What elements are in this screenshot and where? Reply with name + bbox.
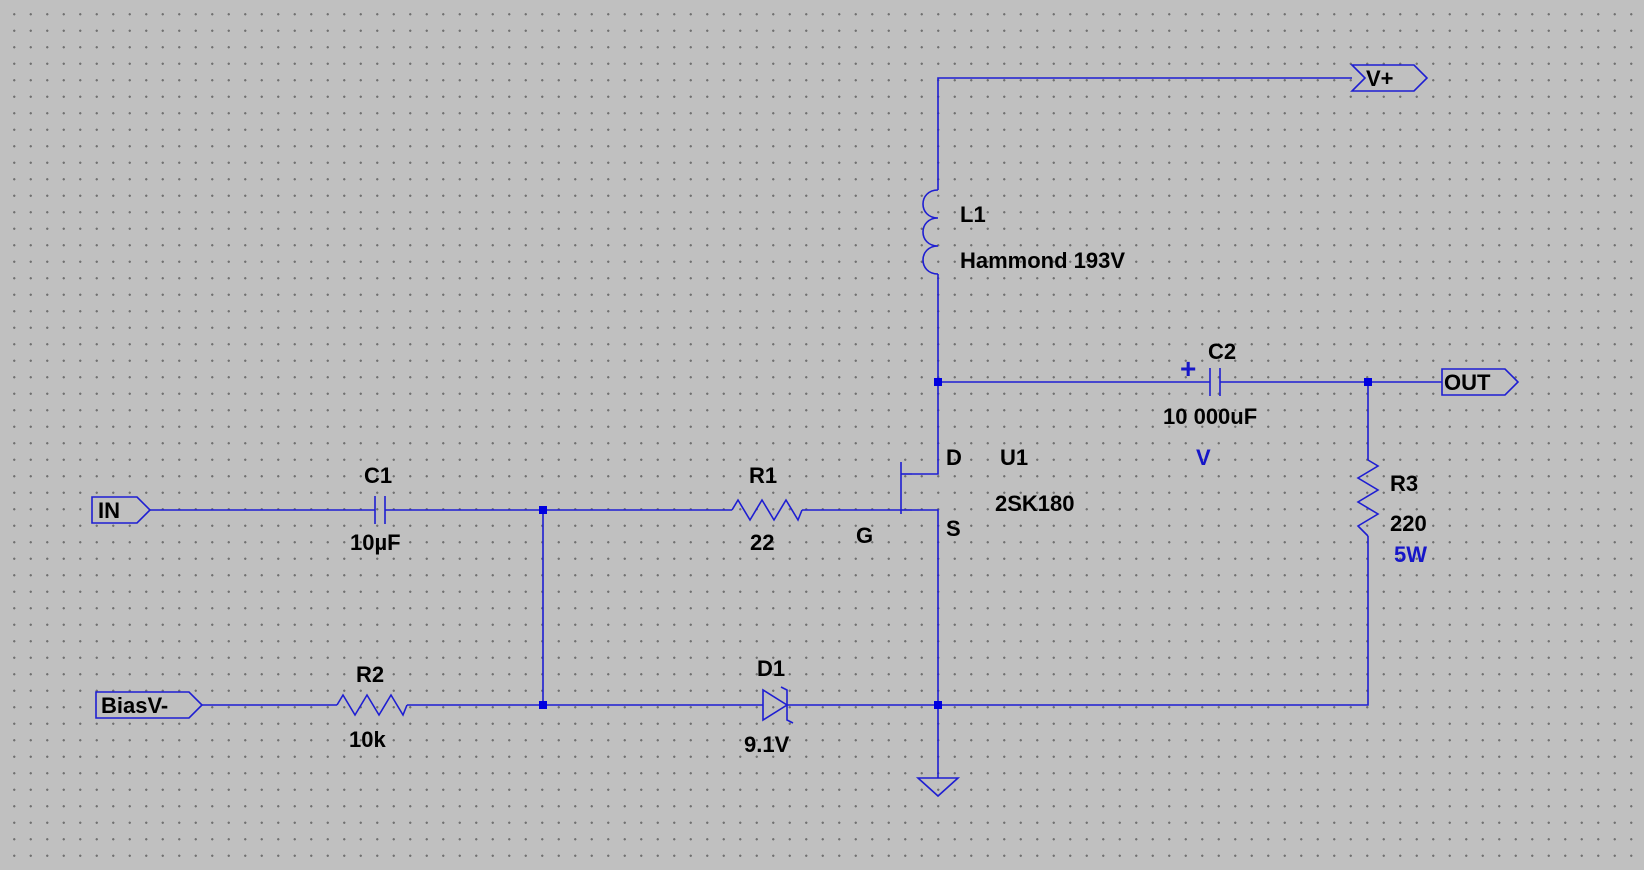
u1-pin-d-label: D bbox=[946, 445, 962, 470]
resistor-r2[interactable]: R2 10k bbox=[336, 662, 408, 752]
port-biasv-label: BiasV- bbox=[101, 693, 168, 718]
l1-value-label: Hammond 193V bbox=[960, 248, 1125, 273]
port-vplus[interactable]: V+ bbox=[1350, 64, 1429, 92]
r2-ref-label: R2 bbox=[356, 662, 384, 687]
u1-pin-g-label: G bbox=[856, 523, 873, 548]
c1-value-label: 10µF bbox=[350, 530, 401, 555]
d1-value-label: 9.1V bbox=[744, 732, 790, 757]
port-vplus-label: V+ bbox=[1366, 66, 1394, 91]
junction-dot bbox=[539, 701, 547, 709]
ground-icon[interactable] bbox=[915, 777, 961, 798]
r1-ref-label: R1 bbox=[749, 463, 777, 488]
c2-value-label: 10 000uF bbox=[1163, 404, 1257, 429]
r1-value-label: 22 bbox=[750, 530, 774, 555]
junction-dot bbox=[934, 701, 942, 709]
junction-dot bbox=[1364, 378, 1372, 386]
l1-ref-label: L1 bbox=[960, 202, 986, 227]
d1-ref-label: D1 bbox=[757, 656, 785, 681]
port-biasv[interactable]: BiasV- bbox=[95, 691, 204, 719]
zener-diode-d1[interactable]: D1 9.1V bbox=[744, 656, 794, 757]
r3-extra-label: 5W bbox=[1394, 542, 1427, 567]
resistor-r3[interactable]: R3 220 5W bbox=[1356, 459, 1427, 567]
r2-value-label: 10k bbox=[349, 727, 386, 752]
u1-pin-s-label: S bbox=[946, 516, 961, 541]
wire-drain[interactable] bbox=[912, 382, 939, 475]
port-out-label: OUT bbox=[1444, 370, 1491, 395]
port-in-label: IN bbox=[98, 498, 120, 523]
port-out[interactable]: OUT bbox=[1441, 368, 1520, 396]
capacitor-c2[interactable]: + C2 10 000uF V bbox=[1163, 339, 1257, 470]
junctions bbox=[539, 378, 1372, 709]
wire-source[interactable] bbox=[912, 509, 939, 705]
c2-polarity-plus: + bbox=[1180, 353, 1196, 384]
r3-value-label: 220 bbox=[1390, 511, 1427, 536]
wire-ground-to-r3[interactable] bbox=[938, 536, 1369, 706]
u1-ref-label: U1 bbox=[1000, 445, 1028, 470]
wire-vplus[interactable] bbox=[937, 77, 1352, 190]
r3-ref-label: R3 bbox=[1390, 471, 1418, 496]
c2-ref-label: C2 bbox=[1208, 339, 1236, 364]
junction-dot bbox=[934, 378, 942, 386]
resistor-r1[interactable]: R1 22 bbox=[731, 463, 803, 555]
port-in[interactable]: IN bbox=[91, 496, 152, 524]
junction-dot bbox=[539, 506, 547, 514]
inductor-l1[interactable]: L1 Hammond 193V bbox=[922, 189, 1125, 275]
jfet-u1[interactable]: D G S U1 2SK180 bbox=[856, 445, 1075, 548]
wires bbox=[150, 77, 1442, 778]
u1-value-label: 2SK180 bbox=[995, 491, 1075, 516]
capacitor-c1[interactable]: C1 10µF bbox=[350, 463, 401, 555]
c1-ref-label: C1 bbox=[364, 463, 392, 488]
c2-extra-label: V bbox=[1196, 445, 1211, 470]
